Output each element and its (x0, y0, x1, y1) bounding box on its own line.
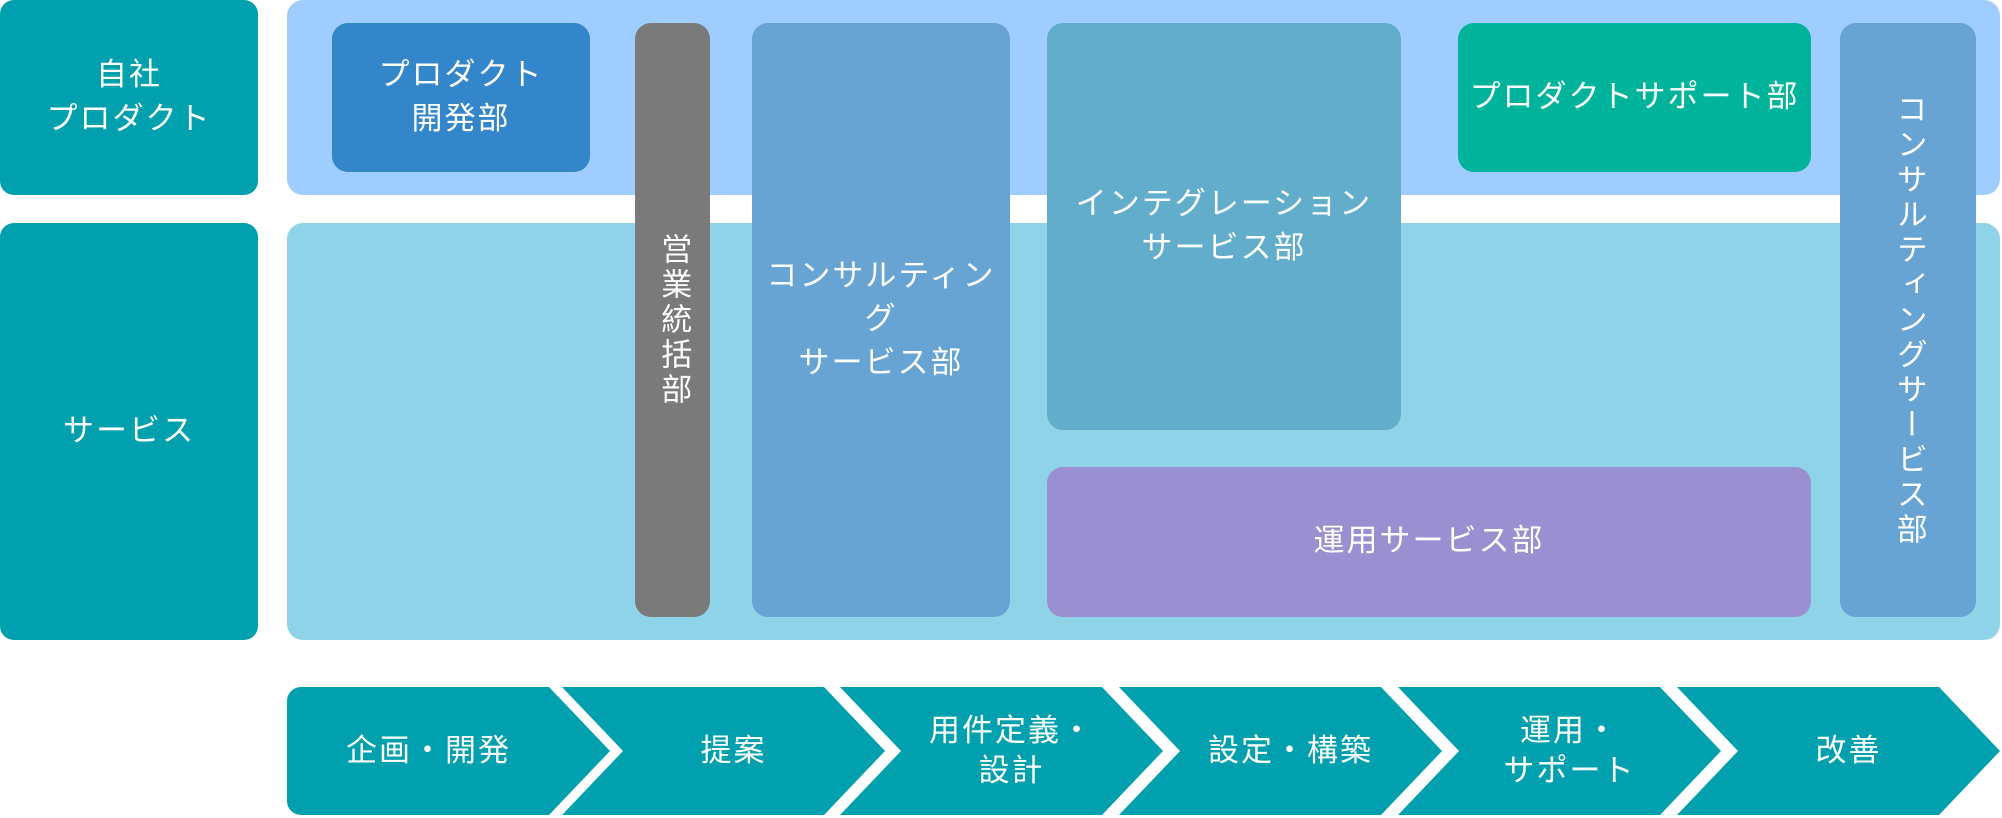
dept-product-support: プロダクトサポート部 (1458, 23, 1811, 172)
row-label-text: 自社 プロダクト (46, 57, 212, 137)
dept-label: プロダクト 開発部 (378, 57, 544, 137)
phase-configuration-build: 設定・構築 (1119, 687, 1442, 815)
dept-label: 運用サービス部 (1313, 523, 1545, 560)
phase-improvement: 改善 (1677, 687, 2000, 815)
dept-sales: 営業統括部 (635, 23, 710, 617)
dept-label: 営業統括部 (655, 232, 692, 408)
row-label-own-product: 自社 プロダクト (0, 0, 258, 195)
phase-label: 設定・構築 (1208, 732, 1373, 769)
dept-label: コンサルティングサービス部 (1890, 92, 1927, 548)
row-label-service: サービス (0, 223, 258, 640)
dept-label: コンサルティング サービス部 (766, 257, 996, 381)
dept-label: インテグレーション サービス部 (1075, 186, 1373, 266)
dept-label: プロダクトサポート部 (1469, 78, 1800, 115)
phase-label: 運用・ サポート (1503, 712, 1636, 789)
phase-proposal: 提案 (562, 687, 885, 815)
phase-operation-support: 運用・ サポート (1398, 687, 1721, 815)
phase-requirements-design: 用件定義・ 設計 (840, 687, 1163, 815)
dept-consulting-right: コンサルティングサービス部 (1840, 23, 1976, 617)
dept-consulting: コンサルティング サービス部 (752, 23, 1010, 617)
phase-label: 用件定義・ 設計 (929, 712, 1094, 789)
phase-label: 改善 (1815, 732, 1882, 769)
row-label-text: サービス (63, 412, 195, 449)
phase-label: 提案 (700, 732, 767, 769)
phase-label: 企画・開発 (346, 732, 511, 769)
dept-product-development: プロダクト 開発部 (332, 23, 590, 172)
dept-operations: 運用サービス部 (1047, 467, 1811, 617)
phase-planning-development: 企画・開発 (287, 687, 610, 815)
dept-integration: インテグレーション サービス部 (1047, 23, 1401, 430)
